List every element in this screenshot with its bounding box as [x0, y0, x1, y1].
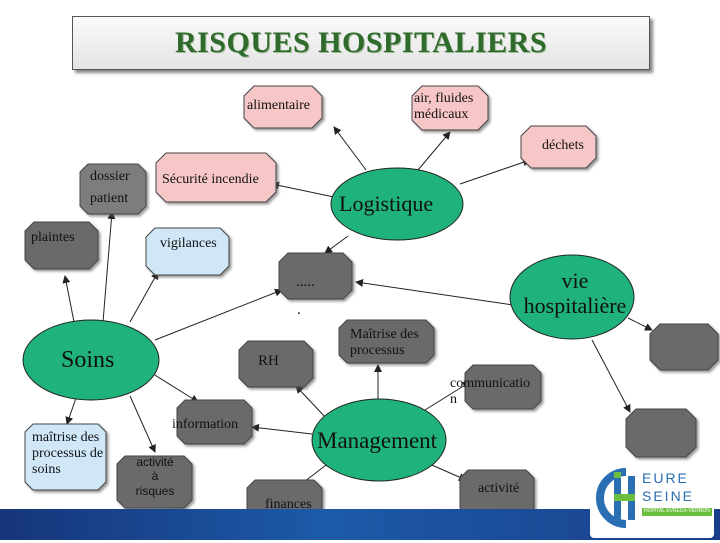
- label-air-fluides-line1: air, fluides: [414, 91, 474, 106]
- node-gray-right-2: [625, 408, 697, 458]
- label-dechets: déchets: [542, 138, 584, 153]
- node-management: [311, 398, 447, 482]
- node-gray-right-1: [649, 323, 719, 371]
- node-vigilances: [145, 227, 230, 276]
- label-dots: .....: [296, 274, 315, 290]
- label-rh: RH: [258, 353, 279, 369]
- label-alimentaire: alimentaire: [247, 98, 310, 113]
- arrow-logistique-dechets: [459, 158, 531, 185]
- label-communication: communicatio n: [450, 376, 530, 408]
- label-maitrise-soins-line2: processus de: [32, 446, 104, 462]
- label-logistique: Logistique: [339, 191, 434, 216]
- label-dot-below: .: [297, 302, 301, 318]
- arrow-vie-gray1: [627, 317, 653, 331]
- arrow-management-rh: [295, 385, 327, 419]
- arrow-soins-dots: [154, 288, 283, 341]
- node-dossier-patient: [79, 163, 147, 215]
- arrow-logistique-alimentaire: [333, 126, 367, 171]
- arrow-soins-maitrise: [65, 397, 77, 425]
- connectors: [62, 126, 653, 489]
- node-activite-risques: [116, 455, 193, 509]
- arrow-soins-activite: [129, 395, 156, 453]
- label-dossier-patient: dossier patient: [90, 166, 130, 211]
- title-box: RISQUES HOSPITALIERS: [72, 16, 650, 70]
- label-maitrise-processus: Maîtrise des processus: [350, 327, 419, 359]
- arrow-vie-gray2: [591, 339, 631, 413]
- arrow-vie-dots: [355, 279, 521, 307]
- label-maitrise-soins: maîtrise des processus de soins: [32, 430, 103, 478]
- label-soins: Soins: [61, 347, 115, 373]
- arrow-logistique-air: [417, 131, 451, 171]
- arrow-soins-plaintes: [62, 275, 76, 328]
- label-vigilances: vigilances: [160, 236, 217, 251]
- node-dots: [278, 252, 353, 300]
- label-communication-line1: communicatio: [450, 376, 531, 391]
- node-logistique: [330, 167, 464, 241]
- logo-line1: EURE: [642, 470, 689, 486]
- label-activite-line3: risques: [135, 483, 175, 498]
- node-plaintes: [24, 221, 99, 270]
- label-activite-line1: activité: [136, 455, 174, 469]
- label-plaintes: plaintes: [31, 230, 75, 245]
- node-securite-incendie: [155, 152, 277, 203]
- label-hospitaliere: hospitalière: [523, 293, 627, 319]
- label-air-fluides-line2: médicaux: [414, 107, 469, 123]
- node-air-fluides: [411, 85, 489, 131]
- label-patient: patient: [90, 191, 129, 207]
- arrow-management-communication: [424, 381, 471, 411]
- arrow-soins-dossier: [102, 211, 116, 323]
- arrow-logistique-securite: [271, 181, 335, 198]
- logo-line2: SEINE: [642, 488, 695, 504]
- label-finances: finances: [265, 497, 312, 512]
- label-communication-line2: n: [450, 392, 457, 408]
- label-activite: activité: [478, 481, 520, 496]
- arrow-soins-vigilances: [129, 271, 159, 323]
- label-activite-risques: activité à risques: [121, 455, 189, 498]
- node-maitrise-soins: [24, 423, 107, 491]
- label-maitrise-soins-line3: soins: [32, 462, 61, 478]
- node-information: [176, 399, 253, 445]
- node-alimentaire: [243, 85, 323, 129]
- arrow-soins-information: [149, 371, 199, 403]
- node-communication: [464, 364, 542, 410]
- label-securite-incendie: Sécurité incendie: [162, 172, 259, 187]
- label-activite-line2: à: [151, 469, 159, 484]
- page-title: RISQUES HOSPITALIERS: [174, 26, 548, 59]
- label-air-fluides: air, fluides médicaux: [414, 91, 473, 123]
- logo-mark-icon: [596, 468, 635, 528]
- arrow-management-information: [251, 423, 313, 435]
- node-soins: [22, 319, 160, 401]
- hospital-logo: EURE SEINE HÔPITAL EVREUX-VERNON: [590, 462, 714, 538]
- logo-subtitle: HÔPITAL EVREUX-VERNON: [642, 508, 712, 516]
- node-dechets: [520, 125, 597, 169]
- label-management: Management: [317, 428, 438, 453]
- label-information: information: [172, 417, 239, 432]
- label-maitrise-line1: Maîtrise des: [350, 327, 419, 342]
- arrow-logistique-dots: [324, 235, 349, 254]
- label-maitrise-line2: processus: [350, 343, 405, 359]
- node-rh: [238, 340, 314, 388]
- label-dossier: dossier: [90, 169, 130, 184]
- node-maitrise-processus: [338, 319, 435, 364]
- label-vie-hospitaliere: vie hospitalière: [516, 268, 634, 319]
- node-vie-hospitaliere: [509, 254, 635, 340]
- label-vie: vie: [561, 268, 589, 293]
- label-maitrise-soins-line1: maîtrise des: [32, 430, 100, 445]
